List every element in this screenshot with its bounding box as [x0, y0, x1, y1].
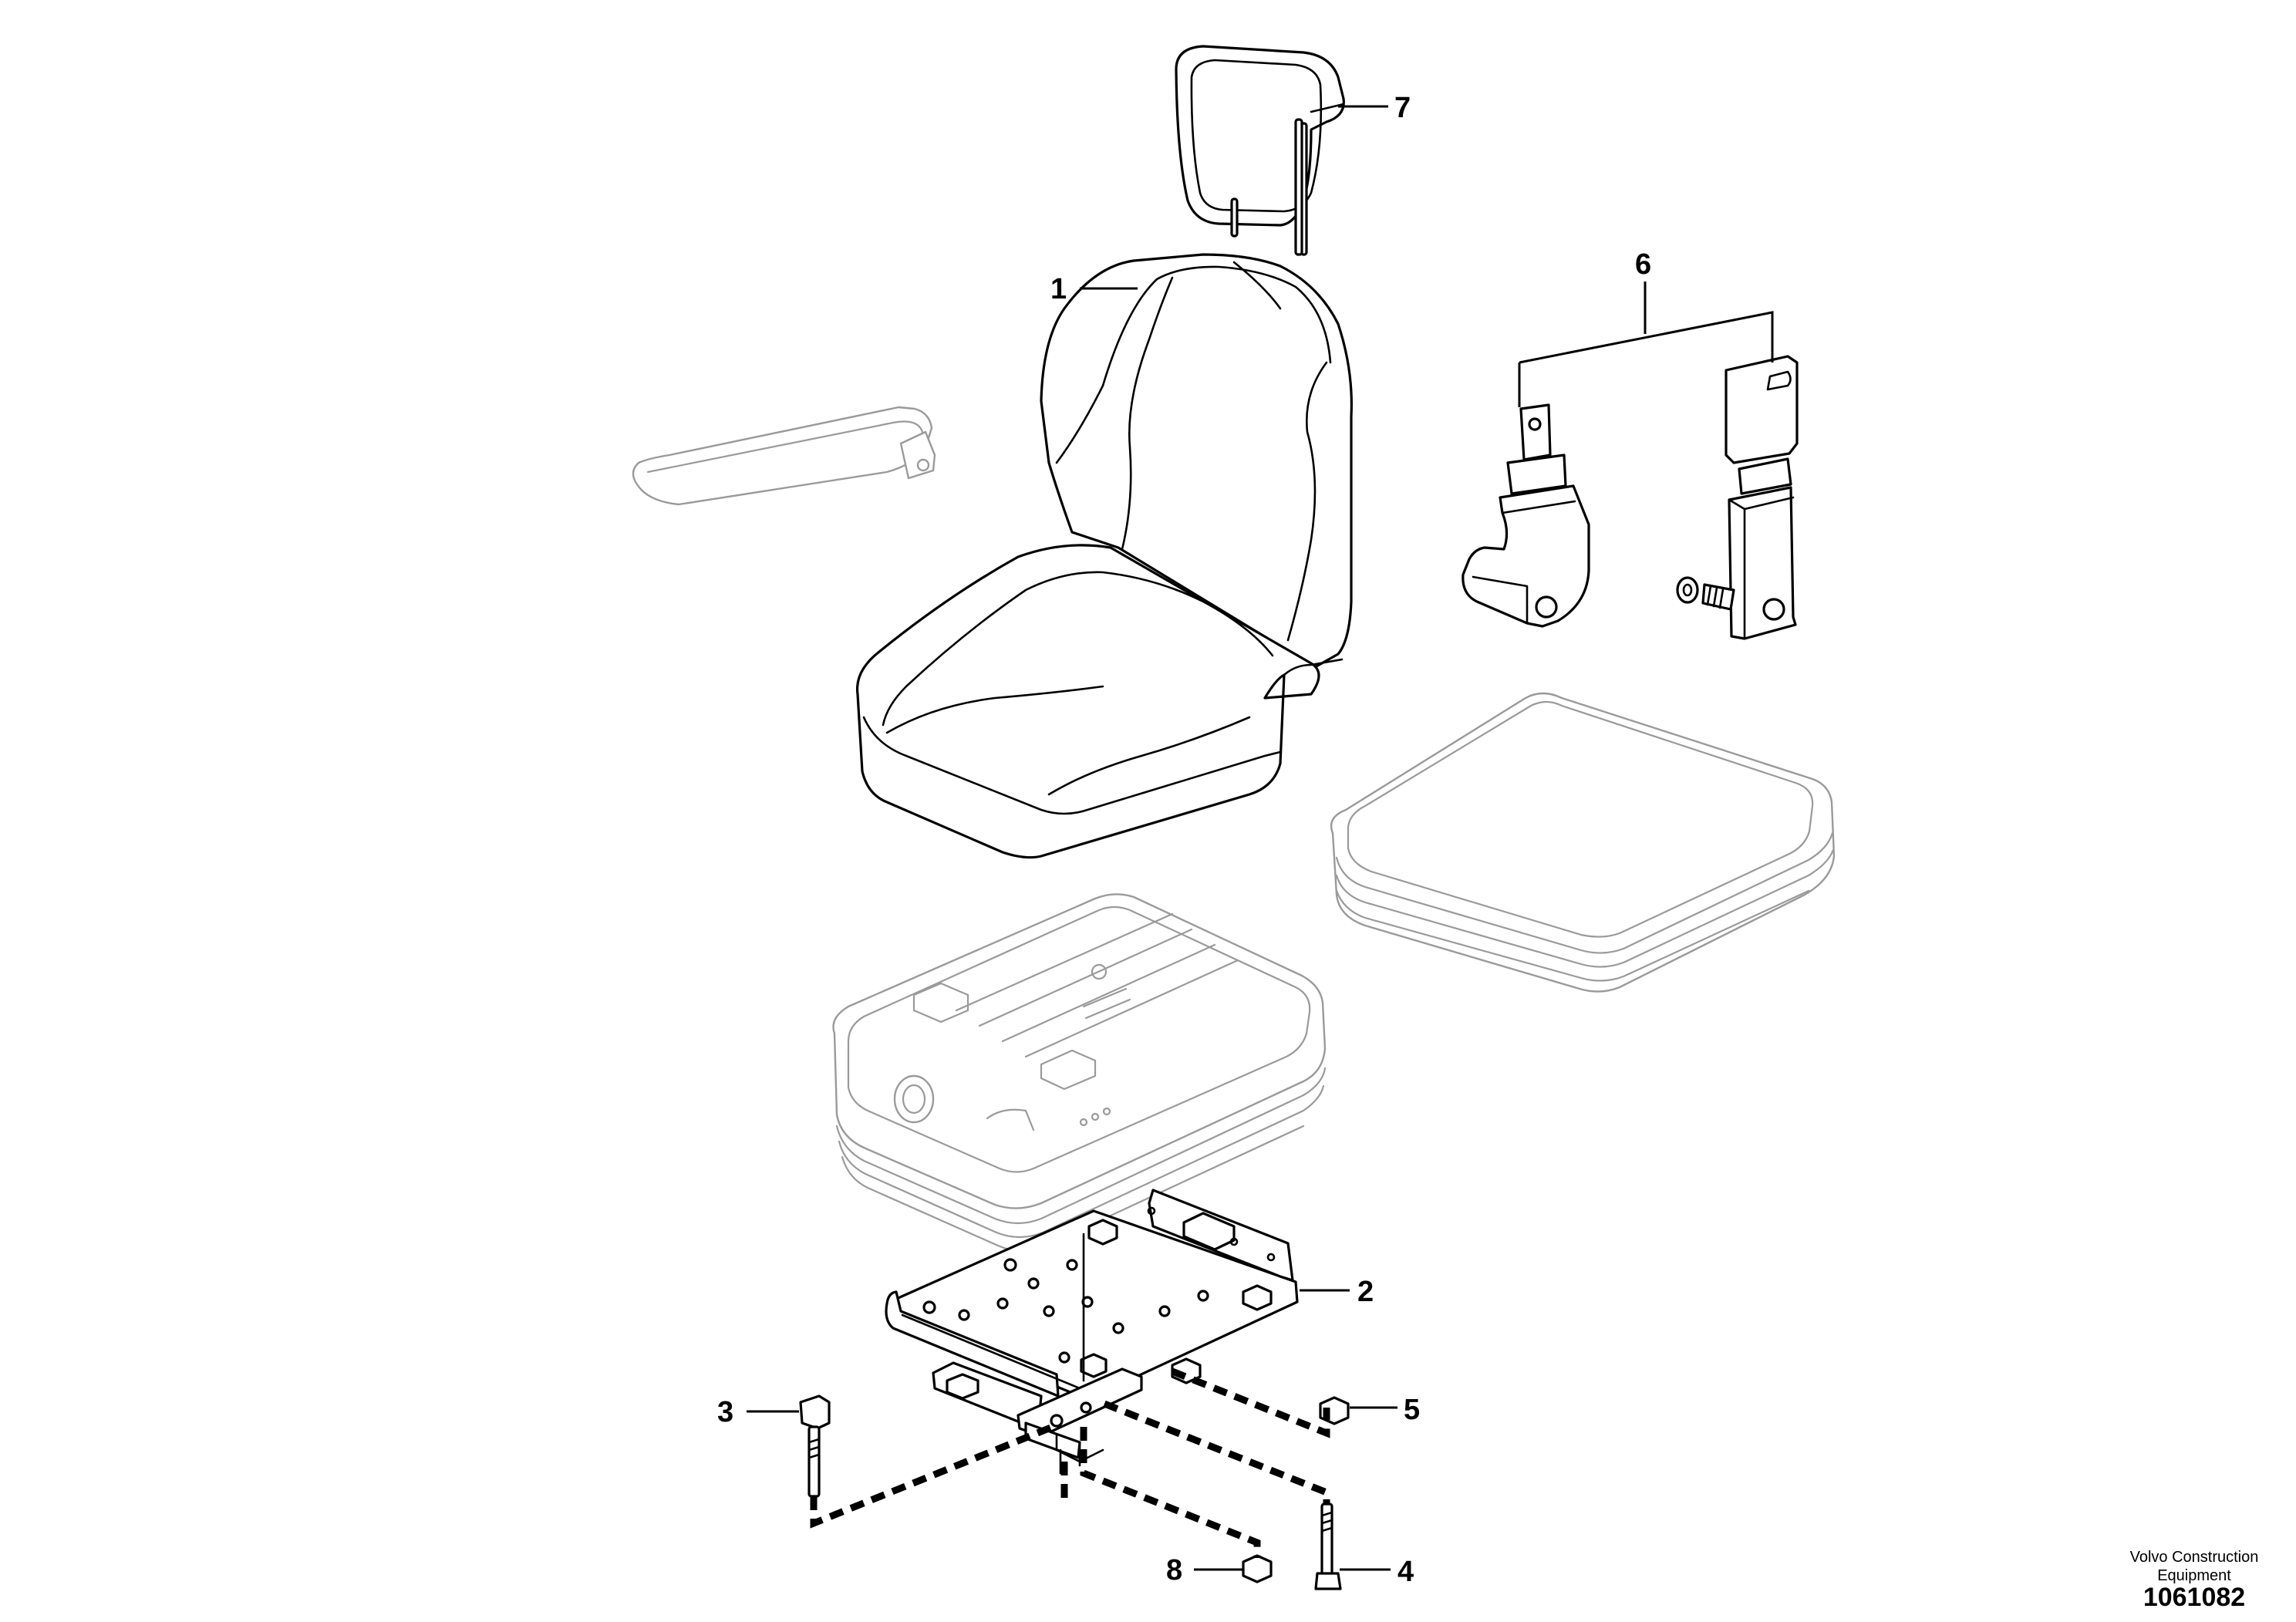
- callout-7: 7: [1394, 92, 1411, 124]
- callout-4: 4: [1397, 1556, 1414, 1588]
- callout-3: 3: [717, 1396, 733, 1428]
- assembly-dash-lines: [810, 1367, 1330, 1558]
- floor-plate: [932, 1361, 1143, 1475]
- callout-1: 1: [1050, 273, 1067, 305]
- callout-2: 2: [1357, 1276, 1374, 1308]
- seat-belt: [1462, 355, 1799, 640]
- seat-suspension-cover: [1330, 692, 1836, 993]
- seat-slide-base: [832, 893, 1327, 1252]
- callout-lines: [747, 105, 1774, 1571]
- seat: [855, 253, 1353, 859]
- headrest: [1175, 45, 1345, 256]
- callout-5: 5: [1404, 1394, 1420, 1426]
- bolt-3: [799, 1394, 831, 1498]
- bolt-4: [1314, 1502, 1342, 1590]
- company-name: Volvo Construction Equipment: [2129, 1549, 2259, 1584]
- drawing-number: 1061082: [2143, 1583, 2246, 1612]
- nut-8: [1242, 1554, 1273, 1583]
- callout-6: 6: [1635, 248, 1651, 281]
- callout-labels: 7 1 6 2 3 5 4 8: [717, 92, 1651, 1588]
- armrest: [632, 406, 936, 506]
- callout-8: 8: [1166, 1554, 1182, 1587]
